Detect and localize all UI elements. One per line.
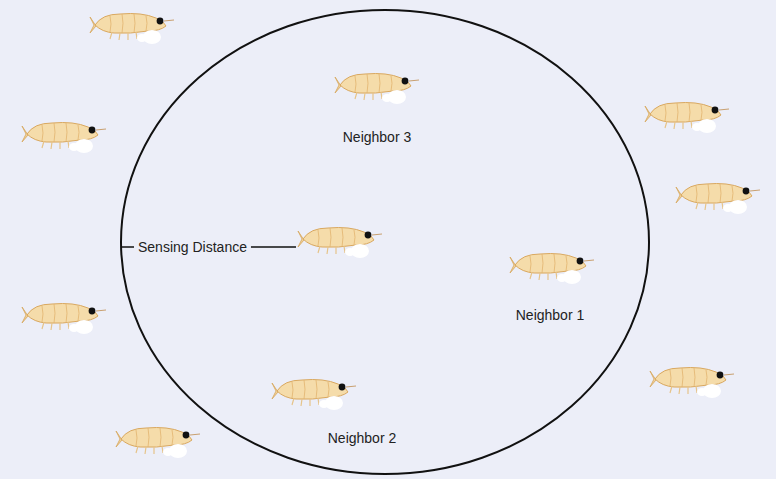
krill: [298, 228, 382, 259]
krill: [90, 14, 174, 45]
krill: [650, 368, 734, 399]
krill: [272, 380, 356, 411]
krill: [22, 123, 106, 154]
distance-line: [121, 246, 134, 248]
distance-label: Sensing Distance: [138, 239, 247, 256]
neighbor-label: Neighbor 2: [328, 430, 397, 447]
krill: [510, 254, 594, 285]
neighbor-label: Neighbor 1: [516, 307, 585, 324]
krill: [116, 428, 200, 459]
distance-line: [251, 246, 296, 248]
krill: [22, 304, 106, 335]
krill: [645, 103, 729, 134]
krill: [676, 184, 760, 215]
neighbor-label: Neighbor 3: [343, 129, 412, 146]
krill: [335, 74, 419, 105]
sensing-circle: [121, 10, 649, 474]
